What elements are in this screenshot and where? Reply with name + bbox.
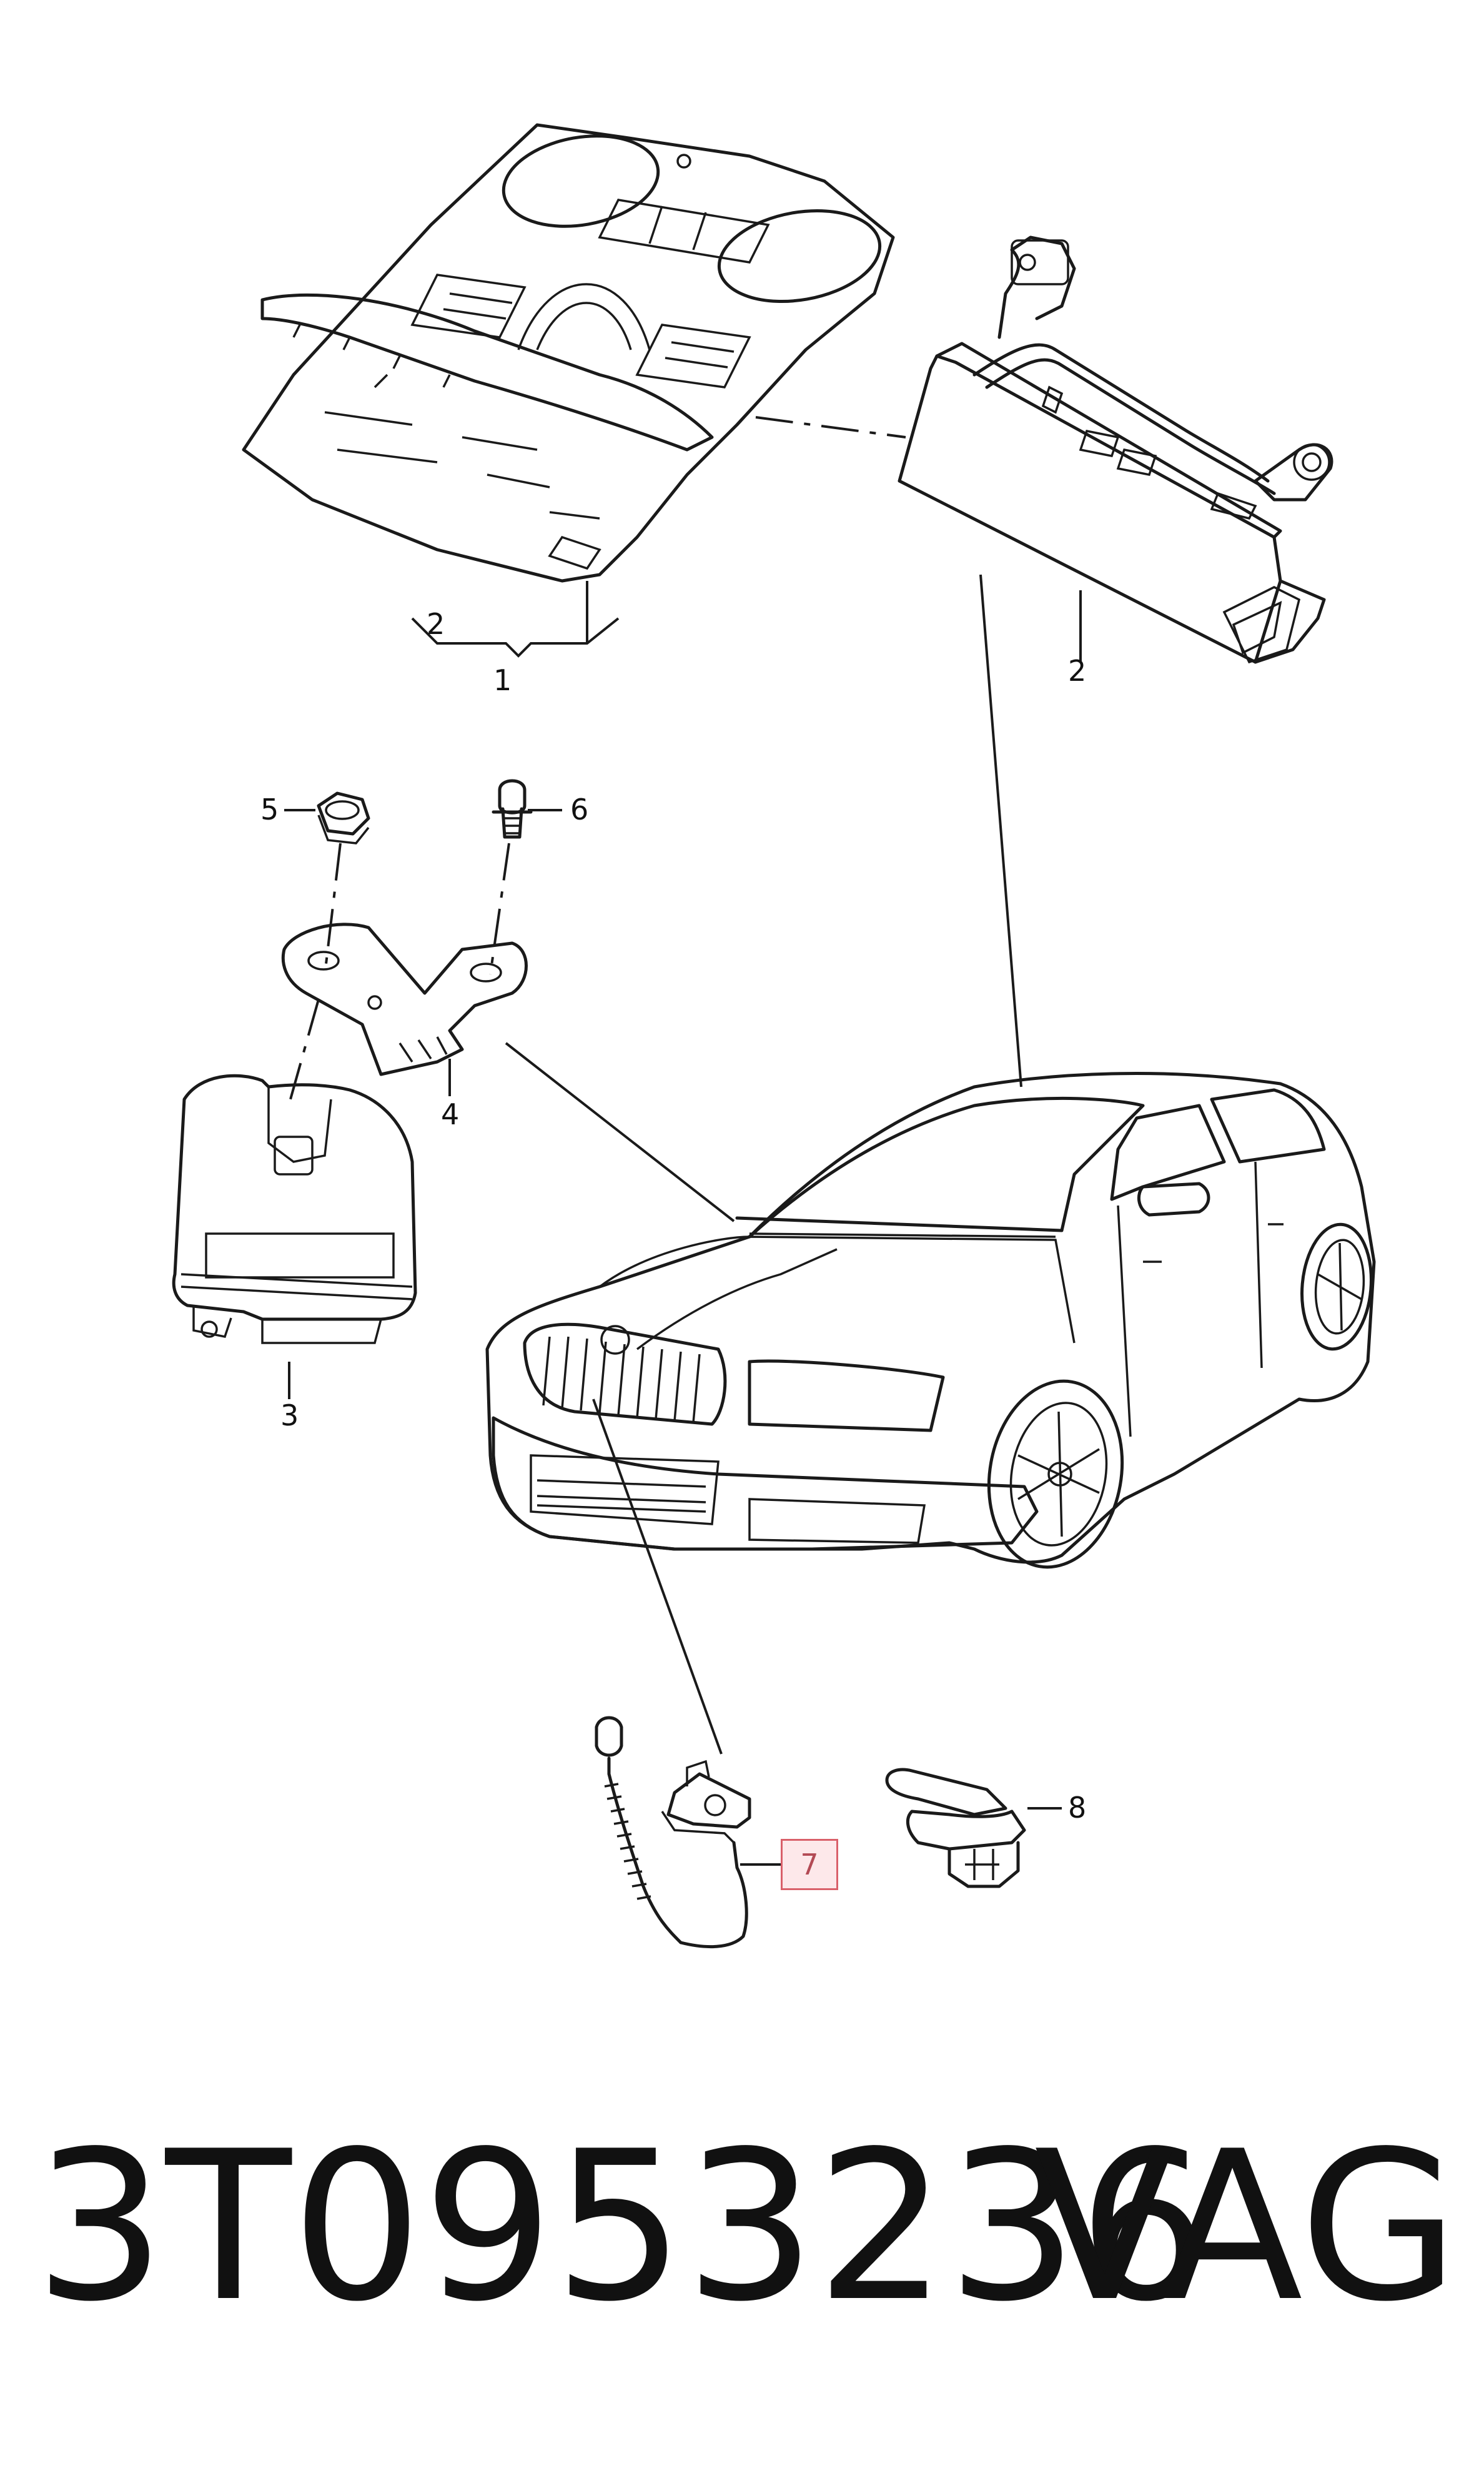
- callout-7-highlight[interactable]: 7: [781, 1839, 838, 1890]
- callout-4: 4: [441, 1097, 459, 1131]
- nut-part: [317, 791, 370, 844]
- callout-7: 7: [800, 1848, 819, 1881]
- siren-part: [172, 1074, 417, 1344]
- parts-diagram: 2 1 2 5 6 4 3 8: [172, 123, 1376, 1948]
- bracket-part: [281, 923, 528, 1076]
- roof-console-part: [242, 123, 895, 583]
- holder-clip-part: [885, 1768, 1026, 1888]
- bolt-part: [492, 779, 533, 839]
- car-illustration: [485, 1072, 1376, 1569]
- brand-label: VAG: [1034, 2107, 1459, 2347]
- control-unit-part: [898, 235, 1333, 664]
- callout-1: 1: [493, 663, 512, 697]
- callout-2-control-unit: 2: [1068, 654, 1086, 688]
- callout-2-console: 2: [427, 607, 445, 641]
- sensor-cable-part: [595, 1716, 751, 1948]
- callout-8: 8: [1068, 1791, 1086, 1825]
- callout-5: 5: [260, 793, 279, 826]
- callout-3: 3: [280, 1399, 299, 1432]
- part-number: 3T0953236: [34, 2107, 1210, 2347]
- callout-6: 6: [570, 793, 588, 826]
